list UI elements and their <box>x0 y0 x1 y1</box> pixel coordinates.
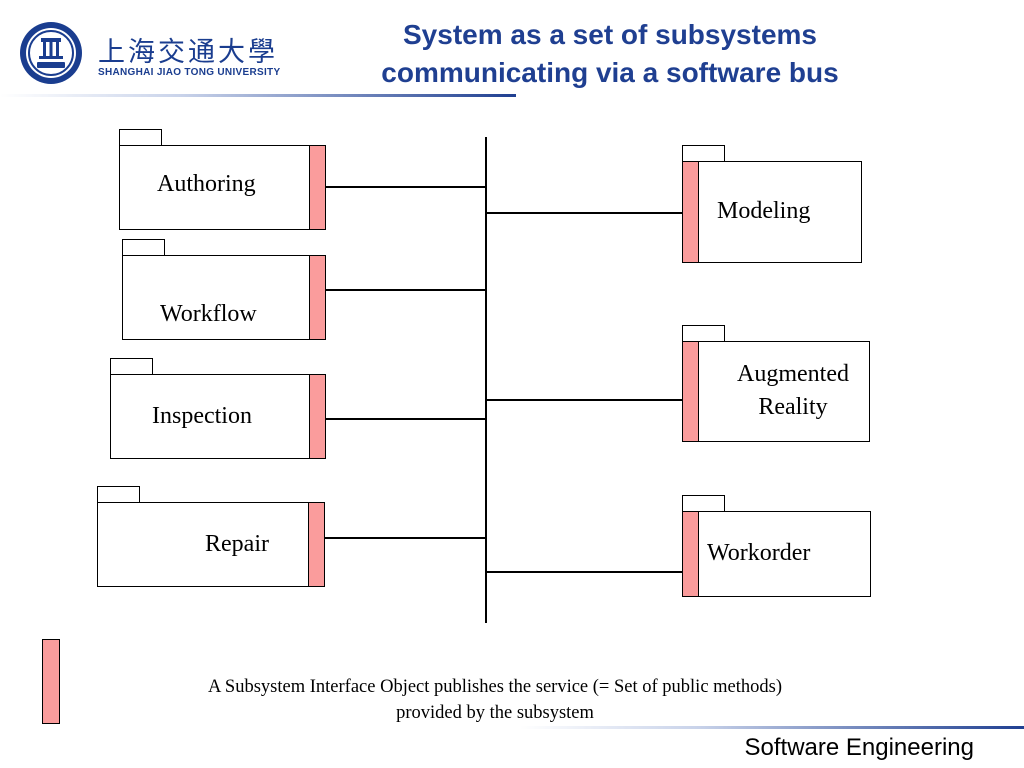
legend-caption: A Subsystem Interface Object publishes t… <box>60 674 930 726</box>
connector-workflow <box>325 289 486 291</box>
connector-repair <box>324 537 486 539</box>
logo-english-name: SHANGHAI JIAO TONG UNIVERSITY <box>98 67 281 78</box>
package-tab <box>97 486 140 502</box>
footer-rule <box>520 726 1024 729</box>
package-body <box>682 341 870 442</box>
interface-object <box>309 255 326 340</box>
label-line-1: Augmented <box>737 361 849 387</box>
package-body <box>97 502 325 587</box>
subsystem-authoring: Authoring <box>119 129 326 230</box>
subsystem-label: Repair <box>205 531 269 557</box>
title-line-1: System as a set of subsystems <box>403 19 817 50</box>
connector-workorder <box>486 571 683 573</box>
package-tab <box>682 145 725 161</box>
university-seal-icon <box>20 22 82 84</box>
caption-line-2: provided by the subsystem <box>396 703 594 723</box>
subsystem-augmented-reality: Augmented Reality <box>682 325 870 442</box>
software-bus <box>485 137 487 623</box>
connector-authoring <box>325 186 486 188</box>
subsystem-label: Workflow <box>160 301 257 327</box>
package-tab <box>110 358 153 374</box>
interface-object <box>682 511 699 597</box>
package-tab <box>122 239 165 255</box>
interface-object <box>309 145 326 230</box>
slide-title: System as a set of subsystems communicat… <box>300 16 920 92</box>
title-line-2: communicating via a software bus <box>381 57 839 88</box>
subsystem-label: Workorder <box>707 540 811 566</box>
subsystem-label: Authoring <box>157 171 256 197</box>
subsystem-label: Inspection <box>152 403 252 429</box>
interface-object <box>682 161 699 263</box>
subsystem-modeling: Modeling <box>682 145 862 263</box>
interface-object <box>308 502 325 587</box>
connector-augmented-reality <box>486 399 683 401</box>
university-logo: 上海交通大學 SHANGHAI JIAO TONG UNIVERSITY <box>18 18 280 88</box>
interface-object <box>682 341 699 442</box>
logo-chinese-name: 上海交通大學 <box>98 37 278 68</box>
package-body <box>119 145 326 230</box>
package-tab <box>682 495 725 511</box>
footer-text: Software Engineering <box>744 734 974 761</box>
subsystem-workflow: Workflow <box>122 239 326 340</box>
package-body <box>110 374 326 459</box>
subsystem-workorder: Workorder <box>682 495 871 597</box>
connector-modeling <box>486 212 683 214</box>
caption-line-1: A Subsystem Interface Object publishes t… <box>207 677 783 697</box>
package-body <box>682 511 871 597</box>
legend-interface-object <box>42 639 60 724</box>
subsystem-inspection: Inspection <box>110 358 326 459</box>
interface-object <box>309 374 326 459</box>
connector-inspection <box>325 418 486 420</box>
subsystem-label: Modeling <box>717 198 811 224</box>
package-tab <box>119 129 162 145</box>
subsystem-repair: Repair <box>97 486 325 587</box>
package-tab <box>682 325 725 341</box>
header-rule <box>0 94 516 97</box>
label-line-2: Reality <box>758 394 828 420</box>
subsystem-label: Augmented Reality <box>717 358 869 424</box>
